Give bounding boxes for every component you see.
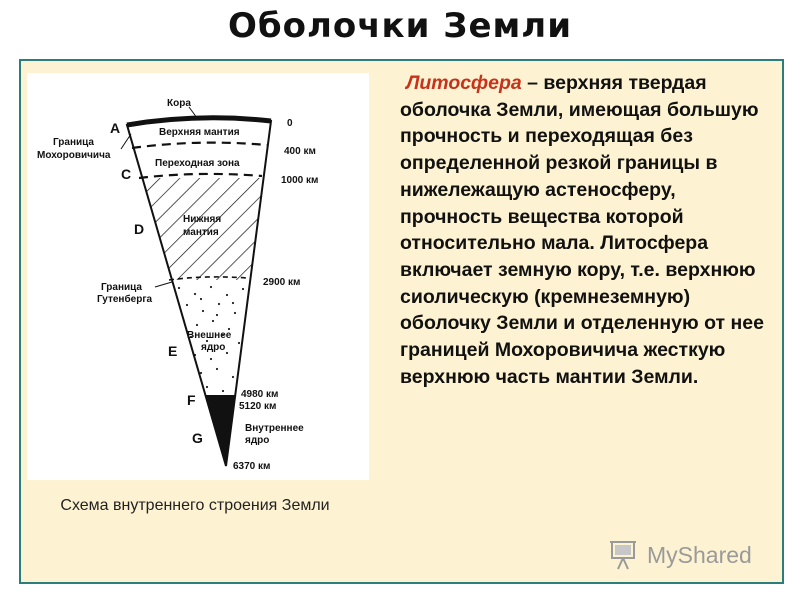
depth-5120: 5120 км	[239, 401, 276, 412]
letter-e: E	[168, 343, 177, 359]
letter-f: F	[187, 392, 196, 408]
earth-structure-diagram: Кора Верхняя мантия Переходная зона Нижн…	[27, 73, 369, 480]
label-lower-mantle-2: мантия	[183, 227, 219, 238]
term-lithosphere: Литосфера	[406, 72, 522, 94]
lithosphere-description: Литосфера – верхняя твердая оболочка Зем…	[400, 70, 775, 390]
label-moho-2: Мохоровичича	[37, 150, 111, 161]
crust-line	[126, 115, 272, 128]
diagram-caption: Схема внутреннего строения Земли	[60, 497, 330, 514]
description-text: – верхняя твердая оболочка Земли, имеюща…	[400, 72, 764, 388]
wedge-outline	[125, 116, 273, 467]
depth-4980: 4980 км	[241, 389, 278, 400]
earth-cross-section: Кора Верхняя мантия Переходная зона Нижн…	[37, 98, 318, 472]
depth-6370: 6370 км	[233, 461, 270, 472]
presentation-board-icon	[610, 541, 636, 570]
watermark: MyShared	[607, 536, 767, 574]
label-outer-core-2: ядро	[201, 342, 225, 353]
depth-1000: 1000 км	[281, 175, 318, 186]
label-moho-1: Граница	[53, 137, 94, 148]
label-lower-mantle-1: Нижняя	[183, 214, 221, 225]
boundary-1000	[138, 172, 263, 180]
letter-c: C	[121, 166, 131, 182]
label-inner-core-2: ядро	[245, 435, 269, 446]
depth-0: 0	[287, 118, 293, 129]
label-gutenberg-2: Гутенберга	[97, 293, 152, 305]
label-inner-core-1: Внутреннее	[245, 423, 304, 434]
letter-a: A	[110, 120, 120, 136]
boundary-2900	[168, 276, 248, 281]
watermark-text: MyShared	[647, 542, 752, 568]
depth-400: 400 км	[284, 146, 316, 157]
depth-2900: 2900 км	[263, 277, 300, 288]
label-outer-core-1: Внешнее	[187, 330, 232, 341]
boundary-400	[131, 141, 268, 150]
page-title: Оболочки Земли	[227, 6, 573, 46]
label-upper-mantle: Верхняя мантия	[159, 127, 240, 138]
label-transition: Переходная зона	[155, 158, 240, 169]
letter-d: D	[134, 221, 144, 237]
label-crust: Кора	[167, 98, 191, 109]
label-gutenberg-1: Граница	[101, 282, 142, 293]
letter-g: G	[192, 430, 203, 446]
